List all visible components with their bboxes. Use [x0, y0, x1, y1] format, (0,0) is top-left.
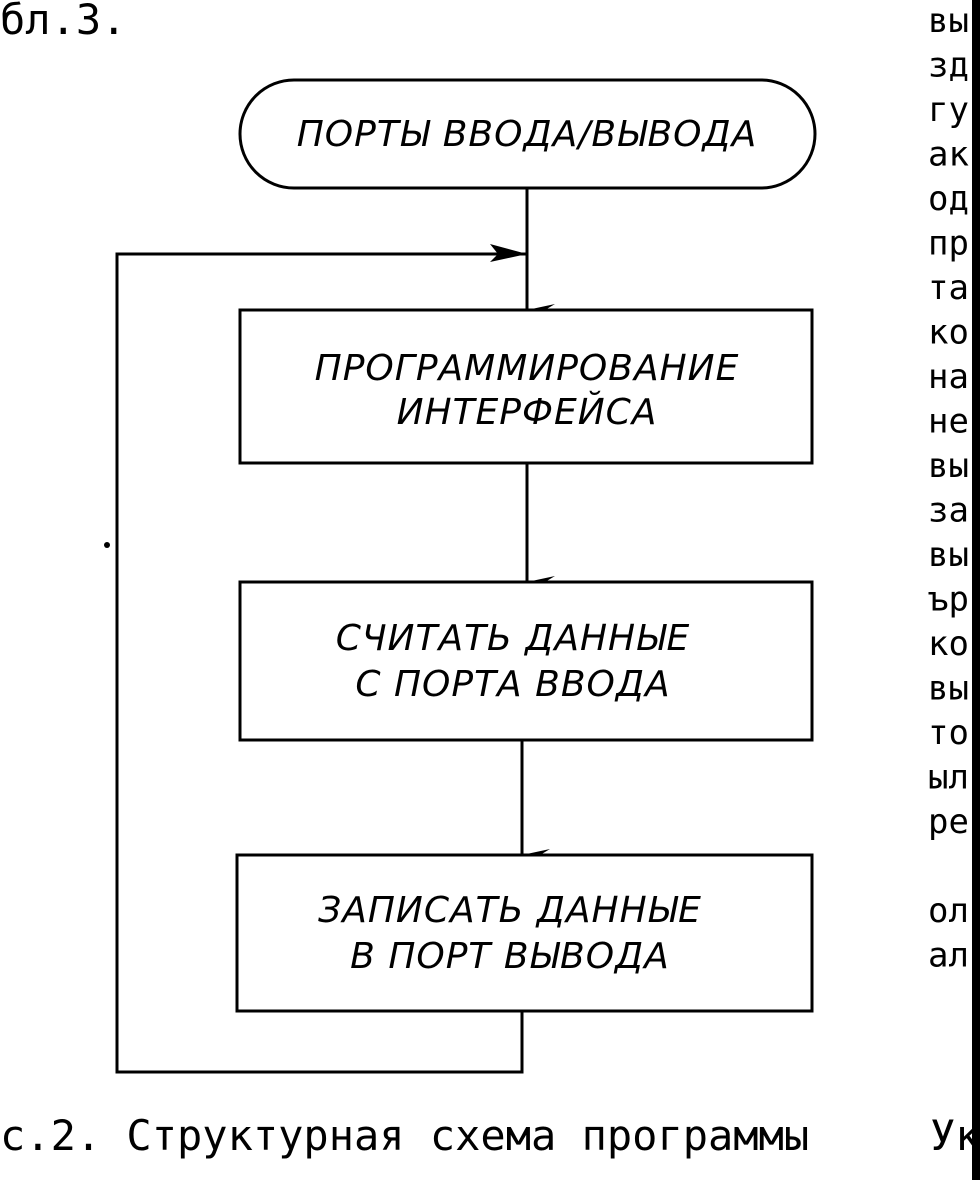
process-box-read [238, 580, 814, 742]
margin-fragment: ыл [928, 758, 969, 798]
margin-fragment: пр [928, 224, 969, 264]
margin-fragment: зд [928, 46, 969, 86]
step2-line2: С ПОРТА ВВОДА [355, 664, 670, 705]
margin-fragment: ре [928, 802, 969, 842]
margin-fragment: за [928, 491, 969, 531]
caption-tail: Ук [930, 1111, 980, 1160]
step3-line1: ЗАПИСАТЬ ДАННЫЕ [318, 890, 702, 931]
margin-fragment: вы [928, 446, 969, 486]
margin-fragment: ко [928, 624, 969, 664]
start-label: ПОРТЫ ВВОДА/ВЫВОДА [297, 114, 758, 155]
loop-back-line [115, 252, 527, 1074]
speck [104, 542, 110, 548]
margin-fragment: не [928, 402, 969, 442]
header-fragment: бл.3. [0, 0, 126, 44]
margin-fragment: гу [928, 90, 969, 130]
margin-fragment: ол [928, 891, 969, 931]
figure-caption: с.2. Структурная схема программы [0, 1111, 809, 1160]
margin-fragment: ал [928, 936, 969, 976]
margin-fragment: вы [928, 535, 969, 575]
margin-fragment: ър [928, 580, 969, 620]
page-edge [972, 0, 980, 1180]
step1-line1: ПРОГРАММИРОВАНИЕ [315, 348, 740, 389]
step1-line2: ИНТЕРФЕЙСА [397, 391, 658, 433]
step3-line2: В ПОРТ ВЫВОДА [350, 936, 670, 977]
margin-fragment: од [928, 179, 969, 219]
margin-fragment: ак [928, 135, 969, 175]
margin-text-column: выздгуакодпртаконаневызавыърковытогылрео… [928, 1, 980, 976]
margin-fragment: тог [928, 713, 980, 753]
process-box-write [235, 853, 814, 1013]
margin-fragment: на [928, 357, 969, 397]
margin-fragment: ко [928, 313, 969, 353]
margin-fragment: та [928, 268, 969, 308]
step2-line1: СЧИТАТЬ ДАННЫЕ [336, 618, 691, 659]
margin-fragment: вы [928, 1, 969, 41]
margin-fragment: вы [928, 669, 969, 709]
